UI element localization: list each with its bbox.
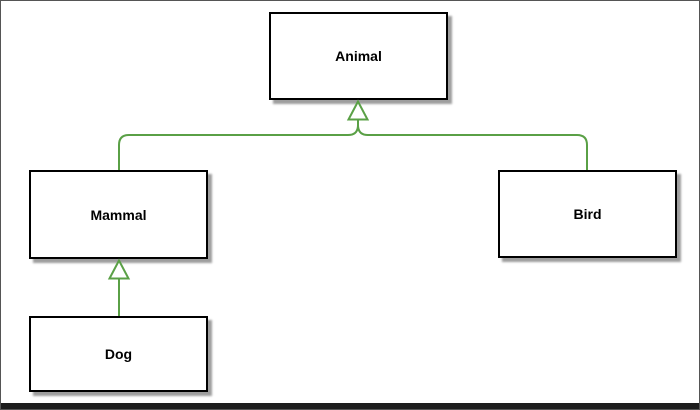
class-node-bird[interactable]: Bird [498,170,677,258]
class-node-animal[interactable]: Animal [269,12,448,100]
class-node-mammal[interactable]: Mammal [29,170,208,259]
class-node-label: Mammal [90,206,147,223]
generalization-arrowhead-mammal-icon [107,258,131,280]
class-node-label: Dog [104,346,133,362]
class-node-dog[interactable]: Dog [29,316,208,392]
edge-mammal-animal [118,119,359,170]
generalization-arrowhead-animal-icon [346,99,370,121]
window-bottom-edge [1,403,699,409]
class-node-label: Bird [573,206,602,222]
edge-bird-animal [357,119,588,170]
class-node-label: Animal [335,48,382,64]
